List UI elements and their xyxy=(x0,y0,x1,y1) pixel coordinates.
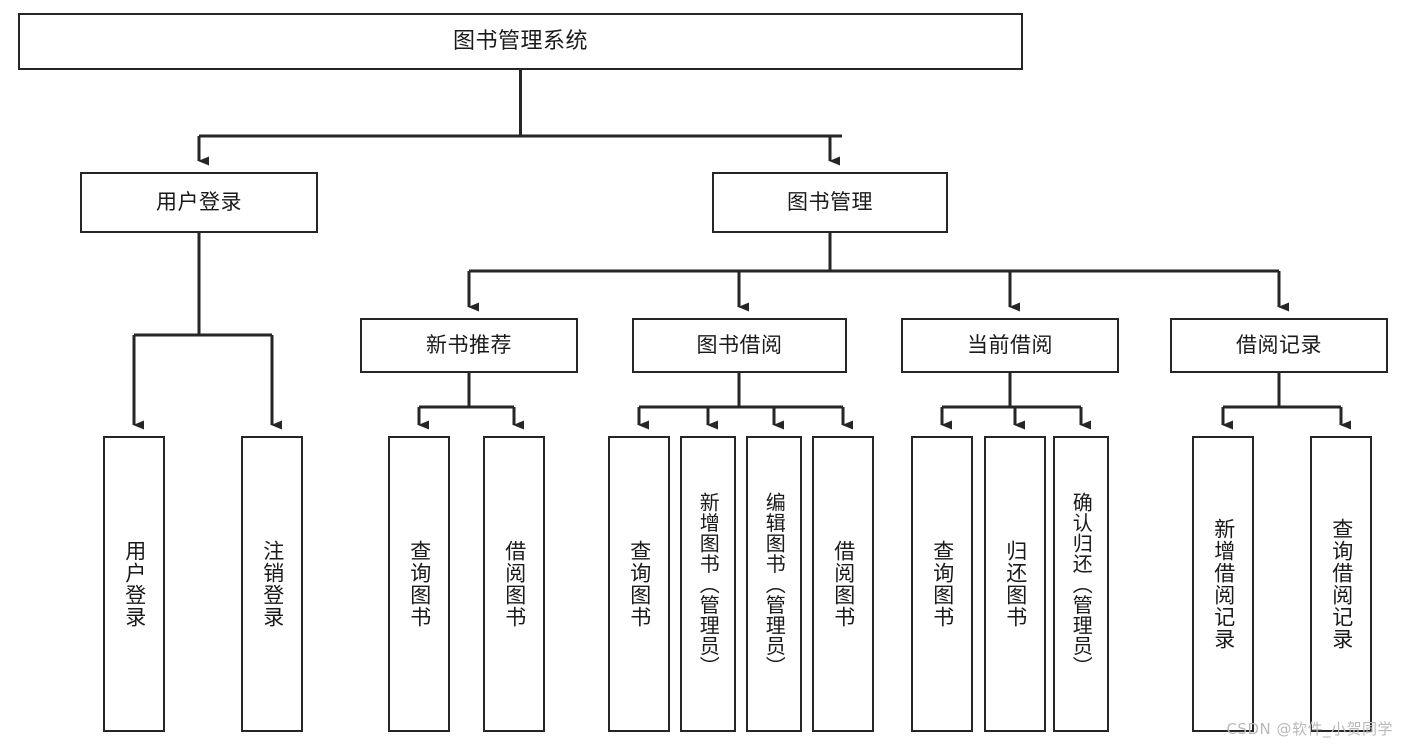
node-current-borrow[interactable]: 当前借阅 xyxy=(901,318,1119,373)
node-root-system[interactable]: 图书管理系统 xyxy=(18,13,1023,70)
node-new-book-recommend[interactable]: 新书推荐 xyxy=(360,318,578,373)
leaf-logout-label: 注销登录 xyxy=(260,540,285,628)
leaf-add-book-admin[interactable]: 新增图书（管理员） xyxy=(680,436,736,732)
node-new-book-recommend-label: 新书推荐 xyxy=(426,333,512,358)
node-borrow-record[interactable]: 借阅记录 xyxy=(1170,318,1388,373)
leaf-query-borrow-record-label: 查询借阅记录 xyxy=(1329,518,1354,650)
node-user-login[interactable]: 用户登录 xyxy=(80,172,318,233)
leaf-user-login[interactable]: 用户登录 xyxy=(103,436,165,732)
leaf-add-borrow-record-label: 新增借阅记录 xyxy=(1211,518,1236,650)
edge-root-to-level2 xyxy=(197,70,842,166)
leaf-query-book-current[interactable]: 查询图书 xyxy=(911,436,973,732)
node-current-borrow-label: 当前借阅 xyxy=(967,333,1053,358)
leaf-return-book-label: 归还图书 xyxy=(1003,540,1028,628)
node-user-login-label: 用户登录 xyxy=(156,190,242,215)
leaf-borrow-book-recommend[interactable]: 借阅图书 xyxy=(483,436,545,732)
leaf-query-borrow-record[interactable]: 查询借阅记录 xyxy=(1310,436,1372,732)
node-book-borrow-label: 图书借阅 xyxy=(696,333,783,358)
leaf-query-book-current-label: 查询图书 xyxy=(930,540,955,628)
leaf-confirm-return-admin-label: 确认归还（管理员） xyxy=(1069,491,1094,677)
leaf-query-book-recommend[interactable]: 查询图书 xyxy=(388,436,450,732)
edge-bookmanage-to-level3 xyxy=(467,233,1289,312)
edge-bookborrow-to-leaves xyxy=(637,373,853,430)
watermark-text: CSDN @软件_小贺同学 xyxy=(1226,720,1393,738)
leaf-return-book[interactable]: 归还图书 xyxy=(984,436,1046,732)
leaf-query-book-borrow[interactable]: 查询图书 xyxy=(608,436,670,732)
leaf-confirm-return-admin[interactable]: 确认归还（管理员） xyxy=(1053,436,1109,732)
leaf-add-book-admin-label: 新增图书（管理员） xyxy=(696,491,721,677)
leaf-borrow-book-borrow[interactable]: 借阅图书 xyxy=(812,436,874,732)
leaf-query-book-recommend-label: 查询图书 xyxy=(407,540,432,628)
edge-newbookrec-to-leaves xyxy=(417,373,524,430)
leaf-borrow-book-recommend-label: 借阅图书 xyxy=(502,540,527,628)
edge-userlogin-to-leaves xyxy=(132,233,282,430)
leaf-edit-book-admin[interactable]: 编辑图书（管理员） xyxy=(746,436,802,732)
edge-borrowrecord-to-leaves xyxy=(1221,373,1351,430)
edge-currentborrow-to-leaves xyxy=(940,373,1091,430)
leaf-edit-book-admin-label: 编辑图书（管理员） xyxy=(762,491,787,677)
leaf-borrow-book-borrow-label: 借阅图书 xyxy=(831,540,856,628)
node-root-system-label: 图书管理系统 xyxy=(452,28,588,54)
leaf-user-login-label: 用户登录 xyxy=(122,540,147,628)
leaf-add-borrow-record[interactable]: 新增借阅记录 xyxy=(1192,436,1254,732)
node-book-management[interactable]: 图书管理 xyxy=(712,172,948,233)
node-borrow-record-label: 借阅记录 xyxy=(1236,333,1322,358)
node-book-borrow[interactable]: 图书借阅 xyxy=(632,318,847,373)
node-book-management-label: 图书管理 xyxy=(787,190,873,215)
leaf-query-book-borrow-label: 查询图书 xyxy=(627,540,652,628)
leaf-logout[interactable]: 注销登录 xyxy=(241,436,303,732)
